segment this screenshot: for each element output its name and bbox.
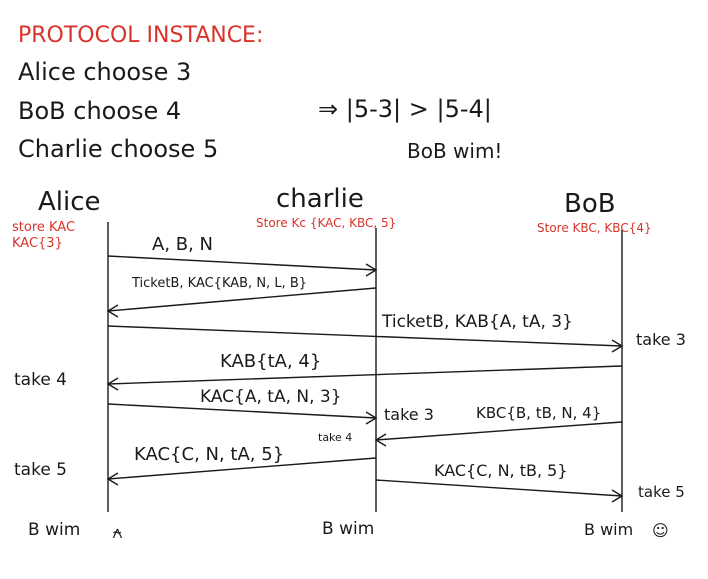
choice-charlie: Charlie choose 5	[18, 135, 218, 163]
participant-charlie: charlie	[276, 184, 364, 214]
heading: PROTOCOL INSTANCE:	[18, 23, 263, 48]
arrowhead-4	[106, 377, 119, 391]
message-arrow-1	[107, 255, 377, 271]
smiley-face-icon: ☺	[652, 521, 669, 540]
message-arrow-7	[107, 457, 377, 480]
outcome-charlie: B wim	[322, 519, 374, 539]
note-charlie-take4: take 4	[318, 431, 352, 444]
note-charlie-take3: take 3	[384, 405, 434, 424]
alice-key: KAC{3}	[12, 236, 63, 251]
outcome-bob: B wim	[584, 520, 633, 539]
note-alice-take5: take 5	[14, 460, 67, 480]
message-label-3: TicketB, KAB{A, tA, 3}	[381, 312, 573, 332]
message-label-8: KAC{C, N, tB, 5}	[434, 461, 568, 480]
message-label-5: KAC{A, tA, N, 3}	[200, 387, 342, 407]
message-arrow-5	[107, 403, 377, 419]
arrowhead-3	[611, 339, 624, 353]
message-arrow-8	[375, 479, 623, 497]
arrowhead-8	[611, 489, 624, 503]
message-arrow-4	[107, 365, 623, 385]
message-arrow-3	[107, 325, 623, 347]
message-label-6: KBC{B, tB, N, 4}	[476, 404, 601, 422]
choice-bob: BoB choose 4	[18, 97, 181, 125]
outcome-alice: B wim	[28, 520, 80, 540]
note-bob-take5: take 5	[638, 483, 685, 501]
message-label-1: A, B, N	[152, 234, 213, 255]
note-bob-take3: take 3	[636, 330, 686, 349]
arrowhead-5	[365, 411, 378, 425]
message-label-7: KAC{C, N, tA, 5}	[134, 444, 284, 465]
choice-alice: Alice choose 3	[18, 58, 191, 86]
participant-bob: BoB	[564, 189, 616, 219]
arrowhead-1	[365, 263, 378, 277]
arrowhead-2	[106, 304, 119, 318]
arrowhead-7	[106, 472, 119, 486]
message-label-4: KAB{tA, 4}	[220, 351, 321, 372]
comparison: ⇒ |5-3| > |5-4|	[318, 95, 492, 123]
participant-alice: Alice	[38, 187, 101, 217]
alice-store: store KAC	[12, 220, 75, 235]
bob-store: Store KBC, KBC{4}	[537, 221, 652, 235]
message-arrow-2	[107, 287, 377, 312]
charlie-store: Store Kc {KAC, KBC, 5}	[256, 216, 396, 230]
note-alice-take4: take 4	[14, 370, 67, 390]
winner-note: BoB wim!	[407, 139, 502, 163]
message-arrow-6	[375, 421, 623, 441]
arrowhead-6	[374, 433, 387, 447]
message-label-2: TicketB, KAC{KAB, N, L, B}	[131, 276, 307, 291]
sad-face-icon: ⍲	[112, 522, 123, 543]
